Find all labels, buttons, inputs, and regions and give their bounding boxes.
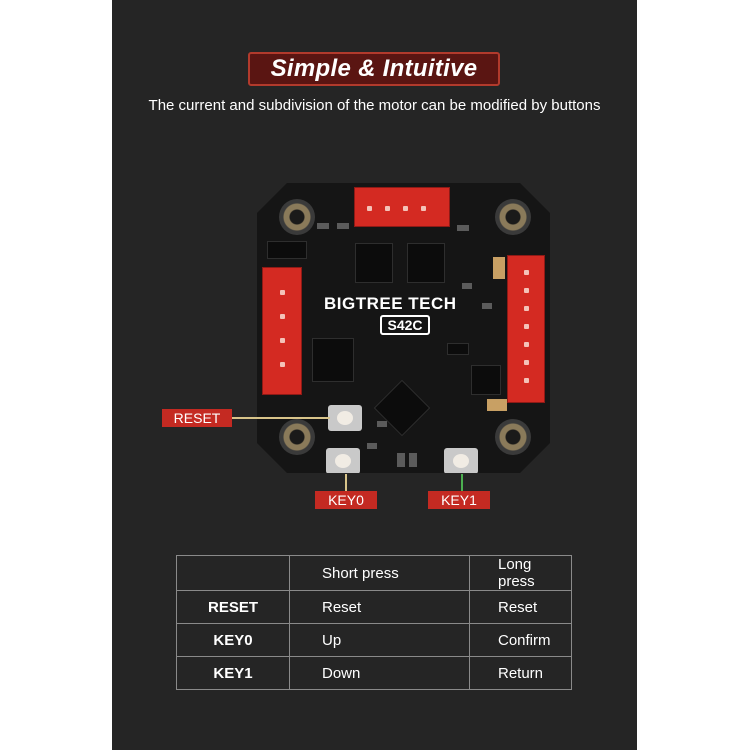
- table-header-row: Short press Long press: [176, 555, 572, 591]
- reset-label: RESET: [162, 409, 232, 427]
- pcb-board: BIGTREE TECH S42C: [257, 183, 550, 473]
- title-banner: Simple & Intuitive: [248, 52, 500, 86]
- key1-callout-line: [461, 474, 463, 494]
- right-connector: [507, 255, 545, 403]
- mount-hole-icon: [495, 419, 531, 455]
- key0-label: KEY0: [315, 491, 377, 509]
- table-cell: KEY0: [176, 623, 290, 657]
- table-row: KEY0 Up Confirm: [176, 623, 572, 657]
- mount-hole-icon: [495, 199, 531, 235]
- table-cell: Confirm: [469, 623, 572, 657]
- component: [447, 343, 469, 355]
- key1-label: KEY1: [428, 491, 490, 509]
- table-cell: Down: [289, 656, 470, 690]
- table-cell: Return: [469, 656, 572, 690]
- driver-chip: [355, 243, 393, 283]
- page-title: Simple & Intuitive: [270, 55, 478, 82]
- table-cell: Reset: [289, 590, 470, 624]
- table-header-cell: [176, 555, 290, 591]
- left-connector: [262, 267, 302, 395]
- reset-callout-line: [232, 417, 330, 419]
- driver-chip: [407, 243, 445, 283]
- table-header-cell: Long press: [469, 555, 572, 591]
- board-model: S42C: [380, 315, 430, 335]
- regulator-chip: [471, 365, 501, 395]
- board-brand: BIGTREE TECH: [324, 294, 457, 313]
- key1-button[interactable]: [444, 448, 478, 473]
- table-cell: KEY1: [176, 656, 290, 690]
- table-cell: Reset: [469, 590, 572, 624]
- key0-button[interactable]: [326, 448, 360, 473]
- table-row: RESET Reset Reset: [176, 590, 572, 624]
- table-header-cell: Short press: [289, 555, 470, 591]
- table-cell: RESET: [176, 590, 290, 624]
- reset-button[interactable]: [328, 405, 362, 431]
- table-row: KEY1 Down Return: [176, 656, 572, 690]
- button-function-table: Short press Long press RESET Reset Reset…: [176, 555, 572, 690]
- key0-callout-line: [345, 474, 347, 494]
- component: [267, 241, 307, 259]
- top-connector: [354, 187, 450, 227]
- mount-hole-icon: [279, 419, 315, 455]
- inductor-chip: [312, 338, 354, 382]
- mcu-chip: [373, 379, 431, 437]
- table-cell: Up: [289, 623, 470, 657]
- mount-hole-icon: [279, 199, 315, 235]
- page-subtitle: The current and subdivision of the motor…: [148, 97, 601, 114]
